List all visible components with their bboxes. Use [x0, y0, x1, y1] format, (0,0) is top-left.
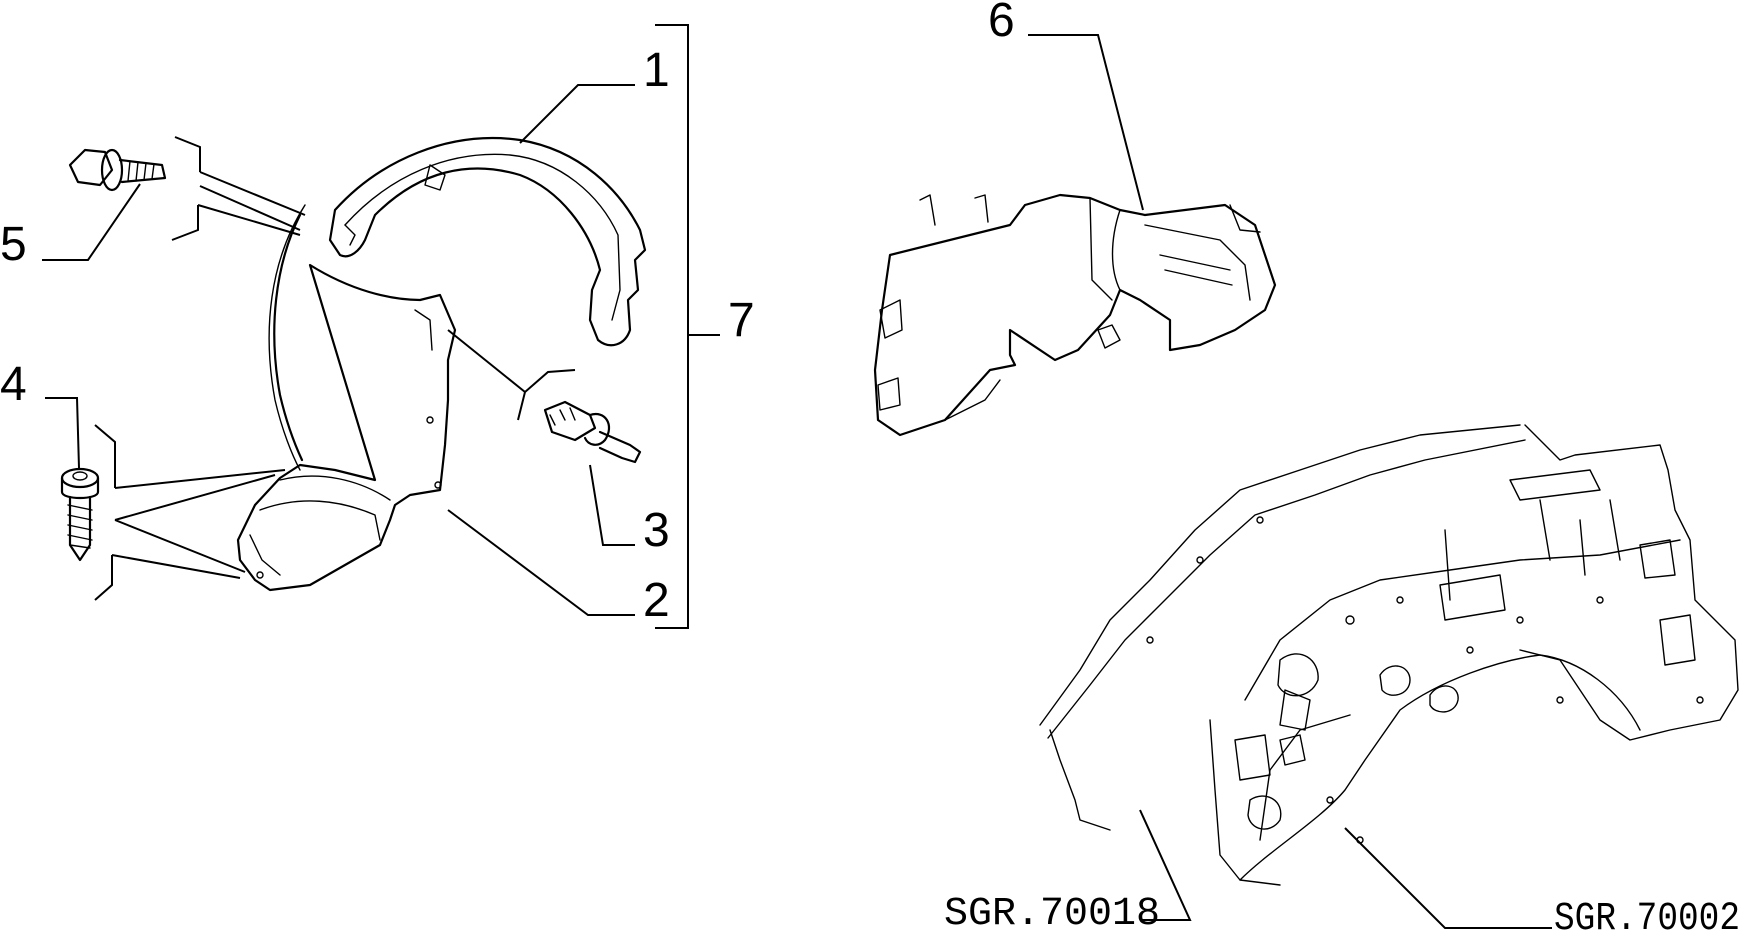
callout-7: 7: [728, 294, 755, 347]
part-5-bolt: [68, 148, 167, 192]
part-2-lower-liner: [236, 263, 457, 592]
part-3-push-clip: [543, 400, 642, 464]
callout-6: 6: [988, 0, 1015, 47]
part-6-inner-panel: [873, 193, 1277, 437]
reference-sgr-70018: SGR.70018: [944, 892, 1160, 930]
part-4-screw: [60, 467, 100, 562]
reference-sgr-70002: SGR.70002: [1554, 897, 1740, 930]
callout-5: 5: [0, 218, 27, 271]
callout-3: 3: [643, 504, 670, 557]
callout-4: 4: [0, 358, 27, 411]
part-1-upper-arch-liner: [328, 136, 647, 347]
leader-lines: [42, 24, 1552, 929]
body-structure-reference: [1039, 424, 1739, 886]
callout-1: 1: [643, 44, 670, 97]
callout-2: 2: [643, 574, 670, 627]
liner-inner-edge: [273, 213, 304, 462]
liner-outer-edge: [268, 204, 306, 471]
